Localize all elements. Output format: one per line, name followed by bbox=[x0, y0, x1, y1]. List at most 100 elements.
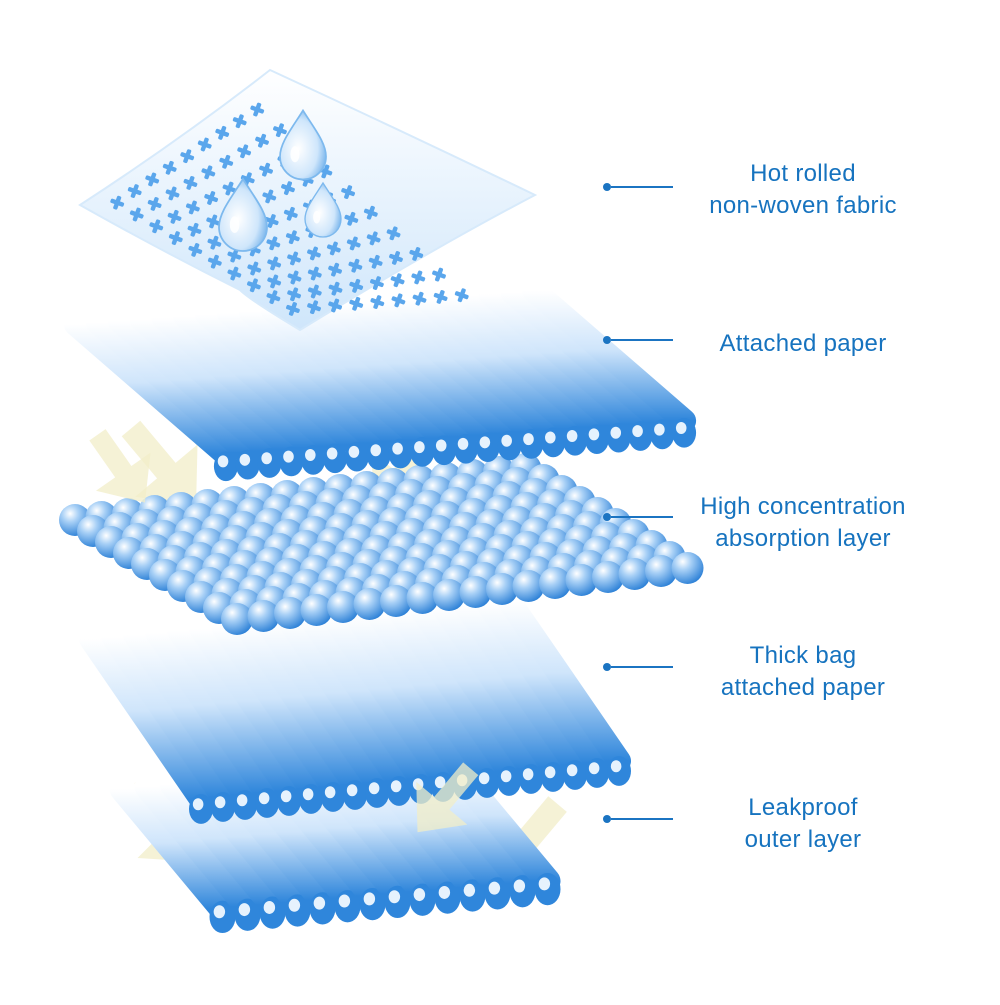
cross-mark-icon bbox=[307, 246, 321, 261]
cross-mark-icon bbox=[262, 189, 277, 204]
cross-mark-icon bbox=[267, 256, 282, 271]
corrugation-tube bbox=[369, 289, 544, 444]
cross-mark-icon bbox=[386, 226, 401, 241]
cross-mark-icon bbox=[207, 235, 222, 250]
corrugation-tube bbox=[211, 615, 345, 799]
cross-mark-icon bbox=[255, 133, 269, 148]
corrugation-tube bbox=[456, 283, 631, 438]
tube-highlight bbox=[566, 429, 578, 442]
cross-mark-icon bbox=[237, 144, 252, 159]
cross-mark-icon bbox=[259, 162, 273, 177]
corrugation-tube bbox=[233, 613, 367, 797]
cross-mark-icon bbox=[363, 205, 378, 220]
tube-highlight bbox=[588, 428, 600, 441]
cross-mark-icon bbox=[219, 154, 234, 169]
cross-mark-icon bbox=[145, 172, 160, 187]
tube-highlight bbox=[313, 896, 326, 910]
corrugation-tube bbox=[255, 611, 389, 795]
corrugation-tube bbox=[123, 623, 257, 807]
cross-mark-icon bbox=[227, 248, 242, 263]
label-line: Attached paper bbox=[719, 330, 887, 357]
cross-mark-icon bbox=[215, 125, 230, 140]
cross-mark-icon bbox=[369, 276, 384, 290]
cross-mark-icon bbox=[250, 102, 265, 117]
absorbent-bead bbox=[353, 588, 386, 620]
tube-highlight bbox=[632, 425, 643, 438]
cross-mark-icon bbox=[227, 266, 242, 281]
cross-mark-icon bbox=[307, 266, 322, 281]
tube-highlight bbox=[302, 788, 314, 801]
corrugation-tube bbox=[413, 286, 587, 441]
cross-mark-icon bbox=[165, 186, 180, 201]
absorbent-bead bbox=[274, 597, 306, 629]
corrugation-tube bbox=[303, 294, 478, 449]
label-hot-rolled-fabric: Hot rolled non-woven fabric bbox=[638, 158, 968, 222]
cross-mark-icon bbox=[267, 274, 282, 289]
label-line: Leakproof bbox=[748, 794, 858, 821]
cross-mark-icon bbox=[287, 287, 302, 302]
label-leakproof-outer: Leakproof outer layer bbox=[638, 792, 968, 856]
corrugation-tube bbox=[343, 603, 477, 787]
tube-highlight bbox=[488, 881, 501, 895]
water-drop-icon bbox=[218, 177, 268, 252]
leader-fabric bbox=[603, 180, 673, 194]
tube-highlight bbox=[610, 426, 622, 439]
cross-mark-icon bbox=[328, 298, 343, 313]
cross-mark-icon bbox=[344, 211, 359, 226]
tube-highlight bbox=[324, 786, 336, 799]
tube-highlight bbox=[435, 439, 447, 452]
label-line: absorption layer bbox=[715, 525, 891, 552]
label-line: attached paper bbox=[720, 674, 886, 701]
cross-mark-icon bbox=[411, 270, 426, 285]
tube-highlight bbox=[346, 784, 358, 797]
corrugation-tube bbox=[431, 595, 565, 779]
cross-mark-icon bbox=[264, 214, 279, 228]
label-absorption-layer: High concentration absorption layer bbox=[638, 491, 968, 555]
label-line: Thick bag bbox=[749, 642, 857, 669]
cross-mark-icon bbox=[185, 200, 200, 215]
cross-mark-icon bbox=[222, 181, 237, 196]
leader-leakproof bbox=[603, 812, 673, 826]
cross-mark-icon bbox=[246, 278, 261, 293]
tube-highlight bbox=[348, 445, 360, 458]
cross-mark-icon bbox=[454, 288, 469, 303]
tube-highlight bbox=[326, 447, 338, 460]
absorbent-bead bbox=[539, 567, 571, 599]
tube-highlight bbox=[545, 431, 556, 444]
tube-highlight bbox=[370, 444, 382, 457]
corrugation-tube bbox=[500, 280, 675, 435]
tube-highlight bbox=[588, 762, 600, 775]
absorbent-bead bbox=[459, 576, 492, 608]
absorbent-bead bbox=[327, 591, 359, 623]
cross-mark-icon bbox=[412, 291, 427, 306]
cross-mark-icon bbox=[232, 114, 247, 129]
tube-highlight bbox=[305, 449, 316, 462]
cross-mark-icon bbox=[266, 236, 281, 251]
corrugation-tube bbox=[129, 307, 304, 462]
corrugation-tube bbox=[434, 285, 609, 440]
cross-mark-icon bbox=[281, 181, 295, 196]
cross-mark-icon bbox=[187, 222, 202, 237]
tube-highlight bbox=[261, 452, 272, 465]
corrugation-tube bbox=[260, 297, 435, 452]
tube-highlight bbox=[338, 894, 351, 908]
flow-arrows-front bbox=[89, 429, 479, 833]
leader-absorption bbox=[603, 510, 673, 524]
label-line: Hot rolled bbox=[750, 160, 856, 187]
cross-mark-icon bbox=[391, 293, 406, 308]
cross-mark-icon bbox=[167, 209, 182, 224]
absorbent-bead bbox=[618, 558, 651, 590]
cross-mark-icon bbox=[346, 236, 361, 251]
corrugation-tube bbox=[173, 304, 347, 459]
corrugation-tube bbox=[299, 607, 433, 791]
fabric-sheet bbox=[78, 68, 538, 332]
corrugation-tube bbox=[101, 625, 235, 809]
corrugation-tube bbox=[216, 301, 391, 456]
corrugation-tube bbox=[145, 621, 279, 805]
cross-mark-icon bbox=[247, 261, 262, 276]
absorbent-bead bbox=[486, 573, 518, 605]
cross-mark-icon bbox=[348, 258, 363, 273]
water-drop-icon bbox=[304, 181, 342, 238]
absorbent-bead bbox=[645, 555, 677, 587]
